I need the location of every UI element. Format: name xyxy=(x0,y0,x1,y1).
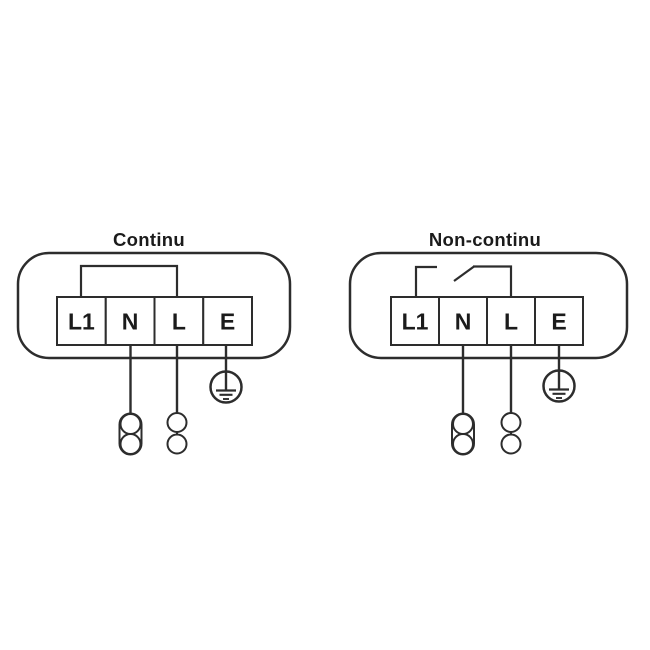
terminal-box-e xyxy=(202,296,253,346)
device-enclosure-outline xyxy=(16,251,292,360)
terminal-label-l1: L1 xyxy=(68,309,95,335)
terminal-label-e: E xyxy=(551,309,566,335)
terminal-block: L1 N L E xyxy=(56,296,253,346)
terminal-label-e: E xyxy=(220,309,235,335)
terminal-label-l: L xyxy=(172,309,186,335)
terminal-box-l1 xyxy=(390,296,440,346)
l1-l-jumper-wire xyxy=(79,264,179,298)
double-circle-connector-icon xyxy=(500,412,522,455)
terminal-label-n: N xyxy=(455,309,472,335)
terminal-block: L1 N L E xyxy=(390,296,584,346)
terminal-box-l xyxy=(486,296,536,346)
double-circle-connector-icon xyxy=(166,412,188,455)
diagram-title: Continu xyxy=(113,229,185,250)
earth-ground-icon xyxy=(209,370,243,404)
capsule-double-circle-connector-icon xyxy=(451,412,475,456)
jumper-wire-l1-segment xyxy=(414,265,437,298)
capsule-double-circle-connector-icon xyxy=(118,412,143,456)
terminal-box-l1 xyxy=(56,296,107,346)
jumper-wire-l-segment xyxy=(473,265,513,298)
earth-ground-icon xyxy=(542,369,576,403)
device-enclosure-outline xyxy=(348,251,629,360)
terminal-box-n xyxy=(438,296,488,346)
diagram-title: Non-continu xyxy=(429,229,541,250)
diagram-non-continuous: Non-continu L1 N L E xyxy=(348,229,629,456)
switch-blade xyxy=(453,265,475,282)
l1-l-switched-jumper xyxy=(414,265,513,298)
terminal-label-l: L xyxy=(504,309,518,335)
diagram-continuous: Continu L1 N L E xyxy=(16,229,292,456)
terminal-label-l1: L1 xyxy=(402,309,429,335)
terminal-label-n: N xyxy=(122,309,139,335)
